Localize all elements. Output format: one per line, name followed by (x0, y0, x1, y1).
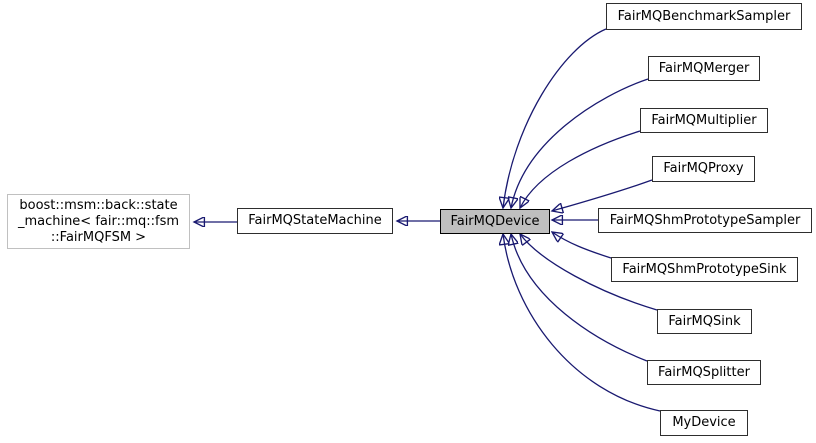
class-node-label: boost::msm::back::state _machine< fair::… (17, 197, 180, 245)
class-node-fairmqbenchmarksampler[interactable]: FairMQBenchmarkSampler (606, 3, 802, 30)
class-node-mydevice[interactable]: MyDevice (660, 410, 748, 436)
edge-splitter-to-device (511, 234, 648, 362)
edge-merger-to-device (511, 78, 649, 208)
class-node-fairmqsink[interactable]: FairMQSink (657, 309, 752, 334)
class-node-fairmqstatemachine[interactable]: FairMQStateMachine (237, 208, 393, 234)
edge-benchmarksampler-to-device (503, 28, 607, 208)
edge-proxy-to-device (552, 179, 653, 211)
class-node-fairmqshmprototypesampler[interactable]: FairMQShmPrototypeSampler (598, 208, 812, 233)
class-node-fairmqproxy[interactable]: FairMQProxy (652, 156, 755, 182)
edge-multiplier-to-device (520, 130, 641, 208)
class-node-fairmqsplitter[interactable]: FairMQSplitter (647, 360, 761, 385)
edge-sink-to-device (520, 234, 658, 311)
class-node-fairmqdevice: FairMQDevice (440, 209, 550, 234)
class-node-fairmqmultiplier[interactable]: FairMQMultiplier (640, 108, 768, 133)
class-node-boost-state-machine: boost::msm::back::state _machine< fair::… (7, 194, 190, 249)
edge-shmprototypesink-to-device (552, 232, 612, 259)
edge-mydevice-to-device (503, 234, 661, 412)
class-node-fairmqshmprototypesink[interactable]: FairMQShmPrototypeSink (611, 257, 798, 282)
class-node-fairmqmerger[interactable]: FairMQMerger (648, 56, 760, 81)
